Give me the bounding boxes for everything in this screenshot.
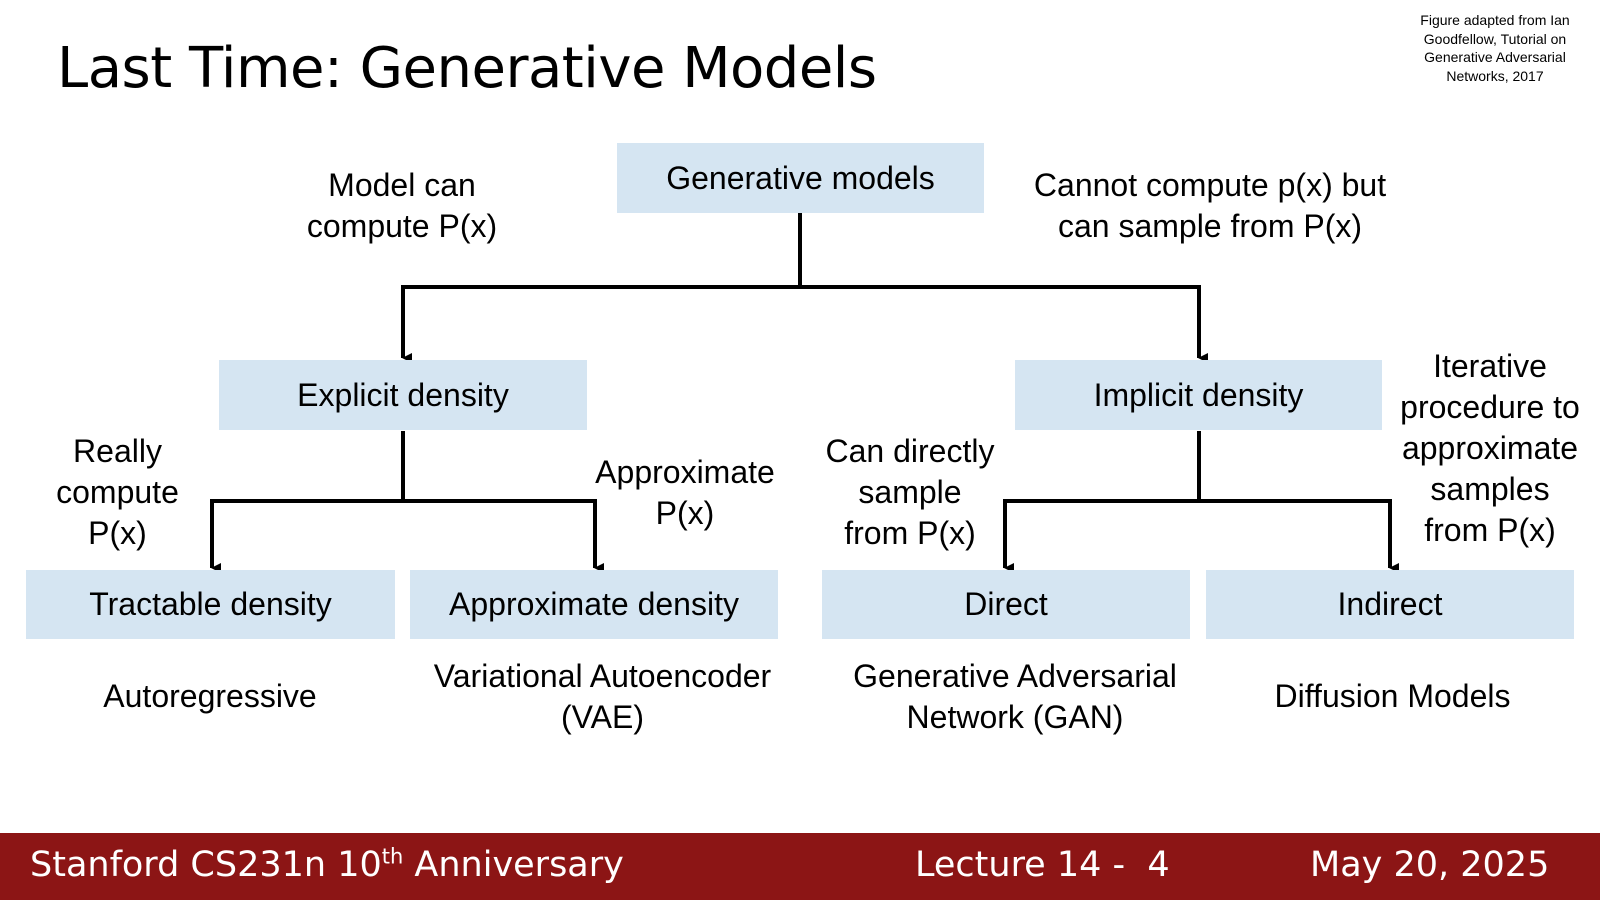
node-explicit-density: Explicit density bbox=[219, 360, 587, 430]
edge-root-to-implicit bbox=[800, 285, 1208, 363]
credit-line: Goodfellow, Tutorial on bbox=[1423, 30, 1567, 47]
annotation-really-compute: Really compute P(x) bbox=[30, 431, 205, 554]
annotation-line: samples bbox=[1430, 471, 1550, 507]
credit-line: Figure adapted from Ian bbox=[1420, 12, 1570, 28]
example-line: Diffusion Models bbox=[1274, 678, 1511, 714]
annotation-line: P(x) bbox=[88, 515, 147, 551]
edge-implicit-to-direct bbox=[1003, 499, 1199, 573]
edge-explicit-to-tractable bbox=[210, 499, 403, 573]
footer-course: Stanford CS231n 10th Anniversary bbox=[30, 845, 624, 885]
node-implicit-density: Implicit density bbox=[1015, 360, 1382, 430]
annotation-line: Can directly bbox=[825, 433, 995, 469]
example-line: Network (GAN) bbox=[906, 699, 1124, 735]
example-line: Autoregressive bbox=[103, 678, 317, 714]
example-autoregressive: Autoregressive bbox=[60, 676, 360, 717]
example-line: (VAE) bbox=[561, 699, 644, 735]
node-approximate-density: Approximate density bbox=[410, 570, 778, 639]
annotation-line: compute P(x) bbox=[306, 208, 498, 244]
footer-course-prefix: Stanford CS231n 10 bbox=[30, 845, 382, 885]
example-diffusion: Diffusion Models bbox=[1230, 676, 1555, 717]
footer-lecture: Lecture 14 - 4 bbox=[915, 845, 1170, 885]
footer-bar: Stanford CS231n 10th Anniversary Lecture… bbox=[0, 833, 1600, 900]
annotation-line: Really bbox=[73, 433, 162, 469]
edge-implicit-to-indirect bbox=[1199, 499, 1399, 573]
edge-root-to-explicit bbox=[401, 285, 800, 363]
footer-date: May 20, 2025 bbox=[1310, 845, 1550, 885]
example-vae: Variational Autoencoder (VAE) bbox=[400, 656, 805, 738]
annotation-line: from P(x) bbox=[844, 515, 976, 551]
annotation-line: Cannot compute p(x) but bbox=[1033, 167, 1387, 203]
footer-course-sup: th bbox=[381, 844, 404, 869]
annotation-line: can sample from P(x) bbox=[1057, 208, 1363, 244]
annotation-cannot-compute: Cannot compute p(x) but can sample from … bbox=[1000, 165, 1420, 247]
annotation-line: Iterative bbox=[1433, 348, 1547, 384]
slide-title: Last Time: Generative Models bbox=[57, 36, 877, 101]
annotation-model-can-compute: Model can compute P(x) bbox=[252, 165, 552, 247]
annotation-iterative-procedure: Iterative procedure to approximate sampl… bbox=[1385, 346, 1595, 551]
annotation-line: P(x) bbox=[655, 495, 715, 531]
node-generative-models: Generative models bbox=[617, 143, 984, 213]
annotation-line: procedure to bbox=[1400, 389, 1580, 425]
annotation-line: from P(x) bbox=[1424, 512, 1556, 548]
annotation-approximate-px: Approximate P(x) bbox=[580, 452, 790, 534]
footer-course-suffix: Anniversary bbox=[403, 845, 624, 885]
annotation-line: compute bbox=[56, 474, 179, 510]
node-tractable-density: Tractable density bbox=[26, 570, 395, 639]
annotation-line: Approximate bbox=[595, 454, 775, 490]
credit-line: Generative Adversarial bbox=[1424, 49, 1566, 65]
annotation-line: sample bbox=[858, 474, 962, 510]
example-gan: Generative Adversarial Network (GAN) bbox=[810, 656, 1220, 738]
example-line: Variational Autoencoder bbox=[433, 658, 772, 694]
edge-explicit-to-approximate bbox=[403, 499, 604, 573]
figure-credit: Figure adapted from Ian Goodfellow, Tuto… bbox=[1400, 11, 1590, 85]
node-indirect: Indirect bbox=[1206, 570, 1574, 639]
example-line: Generative Adversarial bbox=[853, 658, 1177, 694]
annotation-line: approximate bbox=[1401, 430, 1579, 466]
node-direct: Direct bbox=[822, 570, 1190, 639]
annotation-line: Model can bbox=[328, 167, 476, 203]
annotation-can-directly-sample: Can directly sample from P(x) bbox=[810, 431, 1010, 554]
credit-line: Networks, 2017 bbox=[1446, 67, 1544, 84]
